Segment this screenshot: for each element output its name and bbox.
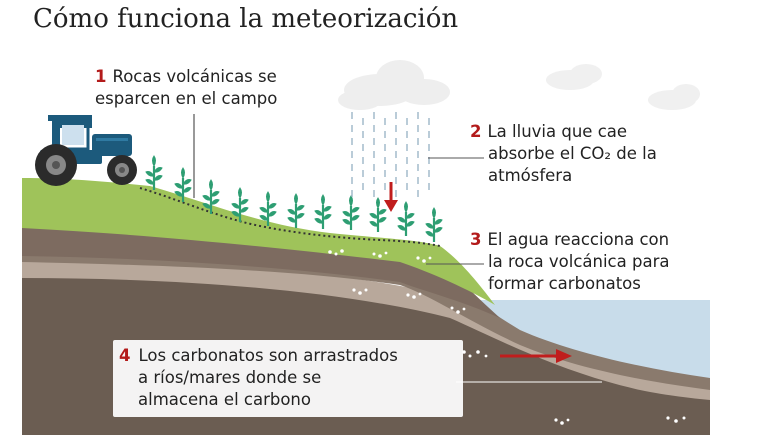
- step-1-number: 1: [95, 67, 107, 86]
- carbonate-particles: [328, 249, 686, 425]
- diagram-title: Cómo funciona la meteorización: [33, 4, 459, 34]
- plant-icon: [231, 187, 249, 222]
- plant-icon: [425, 207, 443, 242]
- step-4-line-2: a ríos/mares donde se: [138, 368, 322, 387]
- plant-icon: [287, 193, 305, 228]
- tractor-icon: [35, 115, 137, 186]
- flow-arrow-icon: [500, 349, 572, 363]
- step-3-line-2: la roca volcánica para: [488, 252, 670, 271]
- plant-icon: [314, 194, 332, 229]
- step-4-line-3: almacena el carbono: [138, 390, 311, 409]
- cloud-icon-right: [648, 84, 700, 110]
- step-4-number: 4: [119, 346, 131, 365]
- plant-icon: [342, 195, 360, 230]
- step-1-line-2: esparcen en el campo: [95, 89, 278, 108]
- plant-icon: [397, 201, 415, 236]
- plant-icon: [369, 197, 387, 232]
- step-2-line-2: absorbe el CO₂ de la: [488, 144, 657, 163]
- step-2-line-1: La lluvia que cae: [487, 122, 628, 141]
- cloud-icon: [338, 60, 450, 110]
- step-3-line-1: El agua reacciona con: [487, 230, 670, 249]
- grass-field: [22, 178, 495, 305]
- step-1-label: 1 Rocas volcánicas se esparcen en el camp…: [95, 66, 277, 110]
- step-3-number: 3: [470, 230, 482, 249]
- plant-icon: [145, 155, 163, 190]
- plant-icon: [202, 179, 220, 214]
- crop-plants: [145, 155, 443, 242]
- soil-layer-mid: [22, 232, 710, 390]
- rain-arrow-icon: [384, 182, 398, 212]
- step-3-label: 3 El agua reacciona con la roca volcánica…: [470, 229, 669, 295]
- rain-drops: [351, 112, 430, 197]
- cloud-icon-small: [546, 64, 602, 90]
- step-3-line-3: formar carbonatos: [488, 274, 641, 293]
- plant-icon: [259, 191, 277, 226]
- step-2-number: 2: [470, 122, 482, 141]
- step-4-label: 4 Los carbonatos son arrastrados a ríos/m…: [113, 340, 463, 417]
- step-4-line-1: Los carbonatos son arrastrados: [138, 346, 398, 365]
- step-2-line-3: atmósfera: [488, 166, 573, 185]
- volcanic-rock-line: [139, 187, 441, 247]
- step-1-line-1: Rocas volcánicas se: [112, 67, 277, 86]
- plant-icon: [174, 167, 192, 202]
